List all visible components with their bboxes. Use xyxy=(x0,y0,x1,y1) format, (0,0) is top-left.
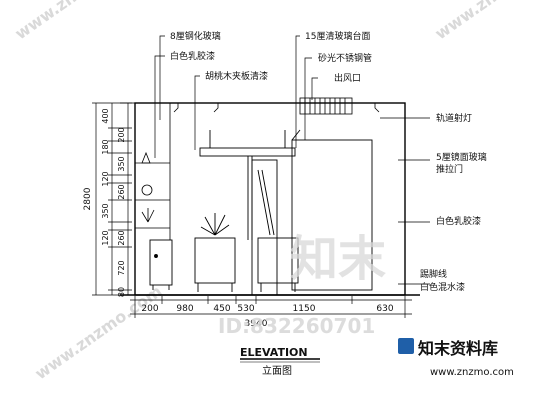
brand-url: www.znzmo.com xyxy=(430,367,514,378)
vdim-1: 400 xyxy=(101,108,110,123)
drawing-title: ELEVATION xyxy=(240,346,308,359)
top-callouts: 8厘钢化玻璃 白色乳胶漆 胡桃木夹板清漆 15厘清玻璃台面 砂光不锈钢管 出风口 xyxy=(170,30,372,84)
vertical-dim-labels: 400 200 180 350 120 260 350 120 260 720 … xyxy=(101,108,126,297)
drawing-subtitle: 立面图 xyxy=(262,364,292,377)
hdim-5: 1150 xyxy=(293,304,316,314)
vertical-dimension-chain xyxy=(92,102,132,296)
hdim-3: 450 xyxy=(213,304,230,314)
callout-white-paint: 白色混水漆 xyxy=(420,281,465,293)
hdim-4: 530 xyxy=(237,304,254,314)
flower-arrangement xyxy=(200,213,230,236)
vdim-5: 120 xyxy=(101,171,110,186)
brand-logo-icon xyxy=(398,338,414,354)
side-cabinet xyxy=(149,239,173,290)
vase-shape-2 xyxy=(141,184,153,196)
vdim-11: 80 xyxy=(117,287,126,297)
watermark-url-3: www.znzmo.com xyxy=(31,281,165,383)
hdim-1: 200 xyxy=(141,304,158,314)
top-leaders xyxy=(154,35,318,158)
vdim-9: 260 xyxy=(117,230,126,245)
plant-shape xyxy=(141,208,155,223)
vdim-10: 720 xyxy=(117,260,126,275)
watermark-big: 知末 xyxy=(290,231,386,287)
vdim-3: 180 xyxy=(101,139,110,154)
vdim-8: 120 xyxy=(101,230,110,245)
watermark-url-1: www.znzmo.com xyxy=(11,0,145,43)
hdim-2: 980 xyxy=(176,304,193,314)
callout-track-spotlight: 轨道射灯 xyxy=(436,112,472,124)
horizontal-dim-labels: 200 980 450 530 1150 630 3940 xyxy=(141,304,393,329)
watermark-id: ID:832260701 xyxy=(218,314,375,338)
vdim-6: 260 xyxy=(117,184,126,199)
callout-mirror-glass: 5厘镜面玻璃 xyxy=(436,151,487,163)
watermark-url-2: www.znzmo.com xyxy=(431,0,560,43)
callout-white-latex-right: 白色乳胶漆 xyxy=(436,215,481,227)
air-vent xyxy=(299,97,353,115)
glass-shelving xyxy=(135,103,171,240)
overall-height-label: 2800 xyxy=(83,187,93,210)
right-callouts: 轨道射灯 5厘镜面玻璃 推拉门 白色乳胶漆 踢脚线 白色混水漆 xyxy=(420,112,487,293)
callout-tempered-glass: 8厘钢化玻璃 xyxy=(170,30,221,42)
callout-clear-glass-top: 15厘清玻璃台面 xyxy=(305,30,370,42)
vdim-7: 350 xyxy=(101,203,110,218)
hdim-6: 630 xyxy=(376,304,393,314)
brand-name: 知末资料库 xyxy=(418,339,498,358)
callout-sliding-door: 推拉门 xyxy=(436,163,463,175)
callout-skirting: 踢脚线 xyxy=(420,268,447,280)
brand-watermark: 知末资料库 www.znzmo.com xyxy=(398,338,514,378)
chairs xyxy=(194,213,299,292)
pillar-door xyxy=(251,159,278,296)
glass-table xyxy=(199,130,296,240)
callout-air-outlet: 出风口 xyxy=(334,72,361,84)
callout-steel-tube: 砂光不锈钢管 xyxy=(318,52,372,64)
vdim-4: 350 xyxy=(117,156,126,171)
horizontal-dimension-chain xyxy=(130,296,412,318)
track-lights xyxy=(173,103,380,113)
vase-shape-1 xyxy=(141,151,151,164)
vdim-2: 200 xyxy=(117,127,126,142)
total-width-label: 3940 xyxy=(245,319,268,329)
callout-white-latex: 白色乳胶漆 xyxy=(170,50,215,62)
title-block: ELEVATION 立面图 xyxy=(240,346,320,377)
right-leaders xyxy=(380,117,430,285)
callout-walnut-veneer: 胡桃木夹板清漆 xyxy=(205,70,268,82)
